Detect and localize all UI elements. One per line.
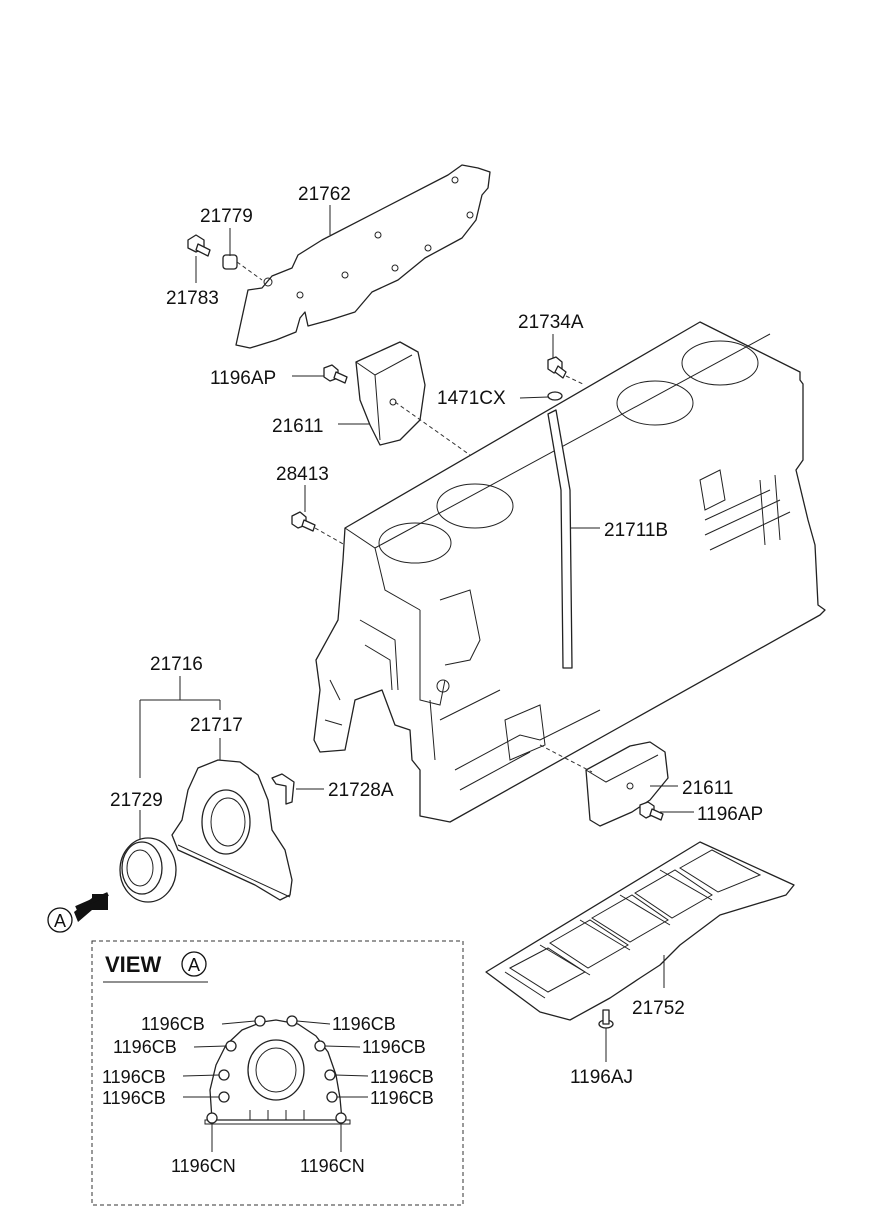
label-21716: 21716 bbox=[150, 654, 203, 675]
label-21611-bottom: 21611 bbox=[682, 778, 733, 799]
bolt-1196AP-bottom bbox=[639, 801, 664, 821]
view-label-1196CB-r3: 1196CB bbox=[370, 1067, 434, 1087]
label-1196AP-bottom: 1196AP bbox=[697, 804, 763, 825]
view-label-1196CN-right: 1196CN bbox=[300, 1156, 365, 1176]
washer-1471CX bbox=[547, 391, 563, 401]
label-21752: 21752 bbox=[632, 998, 685, 1019]
rear-seal-case bbox=[171, 759, 293, 901]
view-label-1196CB-l4: 1196CB bbox=[102, 1088, 166, 1108]
mount-bracket-top bbox=[355, 341, 471, 456]
oil-seal-21729 bbox=[119, 837, 177, 903]
view-a-title-circle bbox=[181, 951, 207, 977]
view-label-1196CB-r2: 1196CB bbox=[362, 1037, 426, 1057]
view-label-1196CN-left: 1196CN bbox=[171, 1156, 236, 1176]
baffle-plate bbox=[235, 164, 491, 349]
view-a-inset: VIEW A 1196CB 1196CB 1196CB 1196C bbox=[91, 940, 464, 1206]
part-labels: 21762 21779 21783 21734A 1196AP 1471CX 2… bbox=[110, 184, 763, 1088]
ladder-frame-21752 bbox=[485, 841, 795, 1021]
label-21779: 21779 bbox=[200, 206, 253, 227]
label-21734A: 21734A bbox=[518, 312, 584, 333]
view-a-title: VIEW bbox=[105, 952, 161, 977]
bolt-1196AP-top bbox=[323, 364, 348, 384]
label-21728A: 21728A bbox=[328, 780, 394, 801]
clip-21728A bbox=[271, 773, 295, 805]
bolt-1196AJ bbox=[598, 1009, 614, 1048]
label-1196AP-top: 1196AP bbox=[210, 368, 276, 389]
label-21717: 21717 bbox=[190, 715, 243, 736]
bolt-21734A bbox=[547, 356, 586, 386]
leader-lines bbox=[139, 205, 694, 1062]
spacer-21779 bbox=[222, 254, 263, 281]
view-label-1196CB-r4: 1196CB bbox=[370, 1088, 434, 1108]
view-label-1196CB-l3: 1196CB bbox=[102, 1067, 166, 1087]
view-a-marker-letter: A bbox=[54, 911, 66, 931]
view-a-title-letter: A bbox=[188, 955, 200, 975]
label-28413: 28413 bbox=[276, 464, 329, 485]
view-label-1196CB-r1: 1196CB bbox=[332, 1014, 396, 1034]
label-21729: 21729 bbox=[110, 790, 163, 811]
view-label-1196CB-l1: 1196CB bbox=[141, 1014, 205, 1034]
label-21611-top: 21611 bbox=[272, 416, 323, 437]
plug-28413 bbox=[291, 511, 346, 546]
label-21762: 21762 bbox=[298, 184, 351, 205]
oil-level-tube bbox=[547, 409, 573, 669]
label-1471CX: 1471CX bbox=[437, 388, 506, 409]
bolt-21783 bbox=[187, 234, 211, 257]
view-a-arrow bbox=[74, 892, 109, 922]
mount-bracket-bottom bbox=[539, 741, 669, 827]
view-label-1196CB-l2: 1196CB bbox=[113, 1037, 177, 1057]
view-a-marker: A bbox=[47, 907, 73, 933]
label-1196AJ: 1196AJ bbox=[570, 1067, 633, 1088]
label-21711B: 21711B bbox=[604, 520, 668, 541]
label-21783: 21783 bbox=[166, 288, 219, 309]
view-a-frame bbox=[91, 940, 464, 1206]
